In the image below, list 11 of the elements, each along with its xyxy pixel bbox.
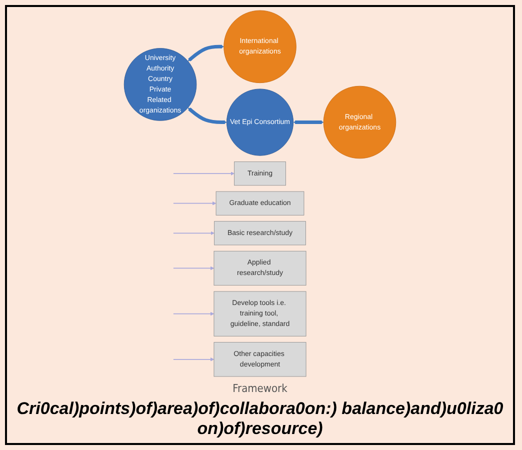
- arrow: [173, 201, 216, 206]
- arrow: [173, 357, 214, 362]
- caption: Cri0cal)points)of)area)of)collabora0on:) balance)and)u0liza0on)of)resource): [16, 399, 504, 439]
- arrow: [173, 231, 214, 236]
- framework-label: Framework: [232, 382, 288, 395]
- arrow: [173, 266, 214, 270]
- arrow: [188, 44, 224, 62]
- arrow: [188, 108, 227, 124]
- arrow: [173, 312, 214, 316]
- arrow: [293, 120, 324, 124]
- arrow: [173, 172, 234, 176]
